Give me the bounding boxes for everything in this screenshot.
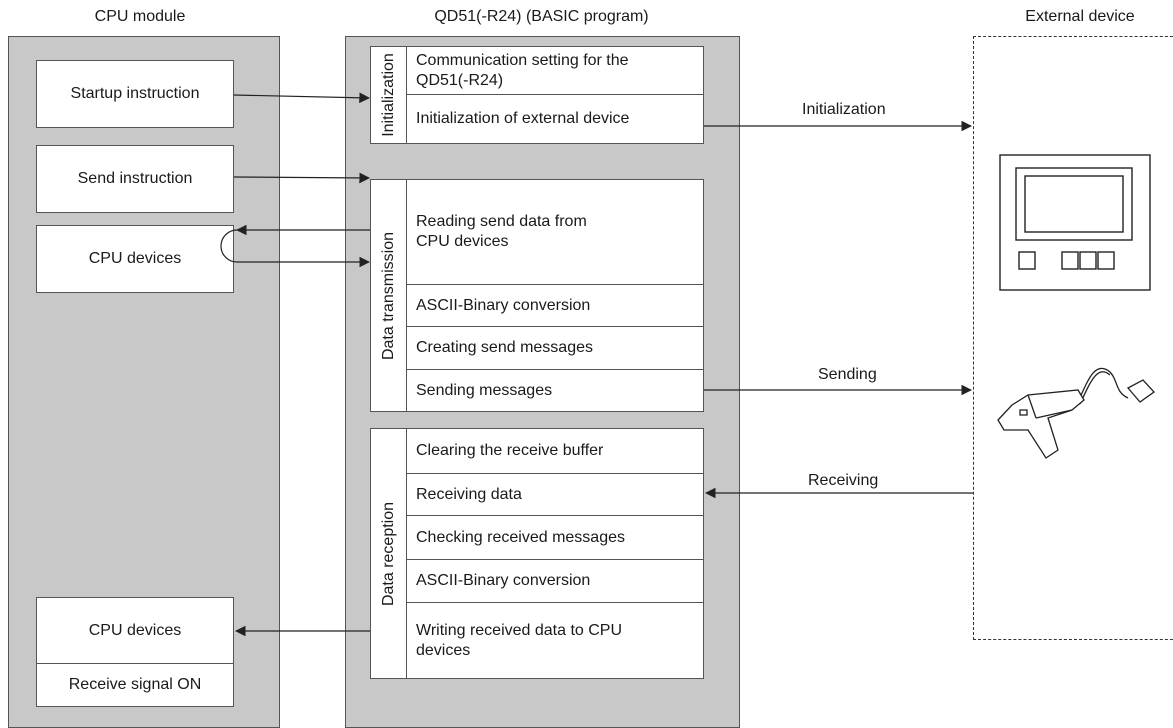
data-transmission-tab: Data transmission <box>371 180 407 411</box>
initialization-group: Initialization Communication setting for… <box>370 46 704 144</box>
cpu-module-title: CPU module <box>94 8 186 25</box>
rx-row-writing-data: Writing received data to CPU devices <box>407 603 703 678</box>
external-device-panel <box>973 36 1173 640</box>
data-reception-label: Data reception <box>379 501 397 606</box>
tx-row-ascii-binary: ASCII-Binary conversion <box>407 285 703 327</box>
init-row-comm-setting-text: Communication setting for the QD51(-R24) <box>416 51 629 89</box>
sending-arrow-label: Sending <box>818 366 877 383</box>
initialization-tab: Initialization <box>371 47 407 143</box>
tx-row-creating-messages: Creating send messages <box>407 327 703 370</box>
receive-signal-box: Receive signal ON <box>36 663 234 707</box>
initialization-label: Initialization <box>379 53 397 137</box>
rx-row-clearing-buffer-text: Clearing the receive buffer <box>416 442 604 459</box>
tx-row-creating-messages-text: Creating send messages <box>416 339 593 356</box>
data-transmission-group: Data transmission Reading send data from… <box>370 179 704 412</box>
startup-instruction-box: Startup instruction <box>36 60 234 128</box>
init-row-external-device: Initialization of external device <box>407 95 703 143</box>
tx-row-reading: Reading send data from CPU devices <box>407 180 703 285</box>
external-device-title: External device <box>1025 8 1135 25</box>
tx-row-ascii-binary-text: ASCII-Binary conversion <box>416 296 591 314</box>
rx-row-receiving-data-text: Receiving data <box>416 485 522 503</box>
data-reception-group: Data reception Clearing the receive buff… <box>370 428 704 679</box>
init-row-external-device-text: Initialization of external device <box>416 110 630 127</box>
data-reception-tab: Data reception <box>371 429 407 678</box>
tx-row-sending-messages-text: Sending messages <box>416 381 553 399</box>
cpu-devices-bottom-box: CPU devices <box>36 597 234 663</box>
rx-row-writing-data-text: Writing received data to CPU devices <box>416 621 623 659</box>
rx-row-clearing-buffer: Clearing the receive buffer <box>407 429 703 474</box>
data-transmission-label: Data transmission <box>379 231 397 360</box>
qd51-title: QD51(-R24) (BASIC program) <box>434 8 649 25</box>
send-instruction-box: Send instruction <box>36 145 234 213</box>
rx-row-ascii-binary-text: ASCII-Binary conversion <box>416 572 591 589</box>
initialization-arrow-label: Initialization <box>802 101 886 118</box>
receiving-arrow-label: Receiving <box>808 472 879 489</box>
tx-row-sending-messages: Sending messages <box>407 370 703 411</box>
tx-row-reading-text: Reading send data from CPU devices <box>416 213 587 250</box>
rx-row-checking-messages-text: Checking received messages <box>416 528 625 546</box>
cpu-devices-top-box: CPU devices <box>36 225 234 293</box>
init-row-comm-setting: Communication setting for the QD51(-R24) <box>407 47 703 95</box>
rx-row-receiving-data: Receiving data <box>407 474 703 516</box>
rx-row-checking-messages: Checking received messages <box>407 516 703 560</box>
rx-row-ascii-binary: ASCII-Binary conversion <box>407 560 703 603</box>
